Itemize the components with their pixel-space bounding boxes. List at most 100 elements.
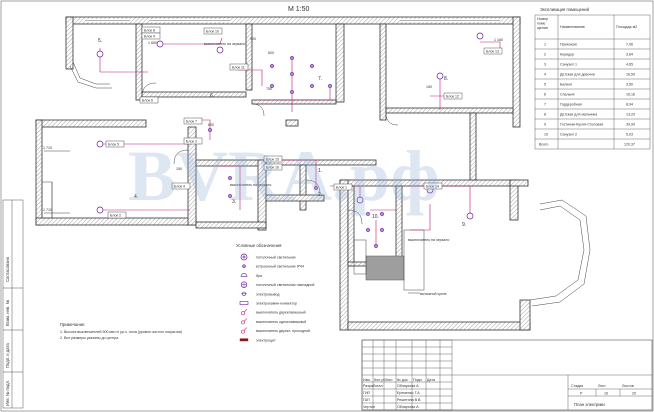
- expl-row-area: 13,29: [626, 113, 635, 117]
- svg-text:Блок 9: Блок 9: [144, 35, 155, 39]
- expl-header-name: Наименование: [560, 25, 585, 29]
- tag-block-5: Блок 5: [105, 140, 125, 148]
- expl-row-area: 39,99: [626, 123, 635, 127]
- dim-1710-b: 1 710: [43, 208, 52, 212]
- svg-text:Блок 5: Блок 5: [108, 143, 119, 147]
- tb-header-cell: Лист: [385, 378, 393, 382]
- note-line-2: 2. Все размеры указаны до центра: [60, 336, 118, 340]
- tag-block-16: Блок 16: [263, 163, 283, 171]
- room-labels: 1. 2. 3. 4. 5. 6. 7. 8. 9. 10.: [98, 38, 466, 228]
- svg-text:Блок 13: Блок 13: [486, 50, 499, 54]
- tb-header-cell: Изм.: [363, 378, 371, 382]
- side-label-sign: Подп. и дата: [5, 343, 10, 368]
- svg-text:Блок 11: Блок 11: [232, 66, 245, 70]
- legend-item-label: электрокамин-конвектор: [256, 302, 297, 306]
- note-line-1: 1. Высота выключателей 900 мм от ур-ч. п…: [60, 330, 182, 334]
- tag-block-13: Блок 13: [483, 47, 503, 55]
- expl-row-area: 16,59: [626, 73, 635, 77]
- room-1: 1.: [318, 168, 322, 174]
- note-switch-mirror-3: выключатель на зеркало: [408, 238, 449, 242]
- dim-750: 750: [266, 87, 272, 91]
- tb-stage-label: Стадия: [571, 384, 583, 388]
- dim-1710-a: 1 710: [43, 146, 52, 150]
- expl-row-name: Гостиная-Кухня-Столовая: [560, 123, 603, 127]
- tag-block-11: Блок 11: [229, 63, 249, 71]
- legend-item-label: электрощит: [256, 338, 276, 342]
- tag-block-1: Блок 1: [333, 183, 353, 191]
- tb-header-cell: Подп.: [413, 378, 423, 382]
- legend: Условные обозначения: потолочный светиль…: [236, 243, 314, 342]
- legend-item-label: потолочный светильник: [256, 256, 296, 260]
- dimensions: 1 650 1 160 1 710 1 710 900 600 600 150 …: [43, 37, 503, 214]
- dim-900: 900: [250, 37, 256, 41]
- tag-block-4: Блок 4: [171, 182, 191, 190]
- expl-row-num: 9: [544, 123, 546, 127]
- tb-header-cell: № док.: [397, 378, 409, 382]
- expl-row-name: Прихожая: [560, 43, 577, 47]
- dim-600-a: 600: [268, 51, 274, 55]
- tb-sheets: 20: [632, 392, 636, 396]
- room-4: 4.: [134, 194, 138, 200]
- side-label-agreed: Согласовано: [5, 256, 10, 282]
- expl-row-num: 1: [544, 43, 546, 47]
- watermark: BVRA.рф: [128, 136, 440, 216]
- expl-header-num: щения: [537, 26, 548, 30]
- room-2: 2.: [318, 192, 322, 198]
- dim-150-a: 150: [426, 85, 432, 89]
- expl-row-area: 4,65: [626, 63, 633, 67]
- svg-text:Блок 12: Блок 12: [446, 95, 459, 99]
- expl-row-num: 8: [544, 113, 546, 117]
- expl-total-label: Всего: [539, 143, 548, 147]
- legend-item-label: выключатель одноклавишный: [256, 320, 306, 324]
- tag-block-3: Блок 3: [183, 137, 203, 145]
- tb-header-cell: Дата: [427, 378, 435, 382]
- svg-text:Блок 8: Блок 8: [144, 29, 155, 33]
- scale-label: М 1:50: [288, 6, 310, 13]
- legend-item-label: встроенный светильник IP44: [256, 265, 304, 269]
- expl-row-name: Детская для девочки: [560, 73, 595, 77]
- tb-role: ГИП: [363, 391, 371, 395]
- legend-item-label: выключатель двухклавишный: [256, 311, 306, 315]
- expl-row-num: 7: [544, 103, 546, 107]
- tb-sheet-label: Лист: [598, 384, 606, 388]
- annotations: выключатель на зеркало выключатель на зе…: [204, 42, 449, 296]
- svg-text:Блок 3: Блок 3: [186, 140, 197, 144]
- expl-header-area: Площадь м2: [616, 25, 637, 29]
- tb-role: ГАП: [363, 398, 370, 402]
- expl-row-num: 6: [544, 93, 546, 97]
- notes-title: Примечание:: [60, 322, 85, 327]
- expl-row-area: 3,64: [626, 53, 633, 57]
- dim-1160: 1 160: [494, 38, 503, 42]
- room-10: 10.: [372, 214, 379, 220]
- side-stamp: Согласовано Взам. инв. № Подп. и дата Ин…: [2, 199, 24, 409]
- legend-title: Условные обозначения:: [236, 243, 282, 248]
- block-tags: Блок 8 Блок 9 Блок 10 Блок 11 Блок 12 Бл…: [105, 26, 503, 219]
- expl-row-name: Санузел 1: [560, 63, 577, 67]
- expl-header-num: Номер: [537, 17, 548, 21]
- tb-sheet-name: План электрики: [574, 402, 605, 407]
- dim-150-b: 150: [176, 167, 182, 171]
- tag-block-6: Блок 6: [139, 96, 159, 104]
- doors: [141, 82, 399, 225]
- svg-text:Блок 6: Блок 6: [142, 99, 153, 103]
- tb-person: Облаухова А.: [397, 405, 420, 409]
- tag-block-2: Блок 2: [107, 211, 127, 219]
- notes: Примечание: 1. Высота выключателей 900 м…: [60, 322, 182, 340]
- room-8: 8.: [444, 76, 448, 82]
- expl-row-num: 4: [544, 73, 546, 77]
- tb-header-cell: Кол.уч: [374, 378, 385, 382]
- expl-row-name: Спальня: [560, 93, 574, 97]
- svg-text:Блок 4: Блок 4: [174, 185, 185, 189]
- tag-block-15: Блок 15: [263, 155, 283, 163]
- svg-text:Блок 16: Блок 16: [266, 166, 279, 170]
- tb-person: Решетина В.В.: [397, 398, 421, 402]
- expl-row-name: Гардеробная: [560, 103, 582, 107]
- walls: [35, 16, 591, 331]
- expl-row-num: 10: [544, 133, 548, 137]
- expl-row-num: 5: [544, 83, 546, 87]
- dim-1650: 1 650: [148, 41, 157, 45]
- dim-600-b: 600: [208, 123, 214, 127]
- note-kitchen-hood: вытяжной кухне: [420, 292, 447, 296]
